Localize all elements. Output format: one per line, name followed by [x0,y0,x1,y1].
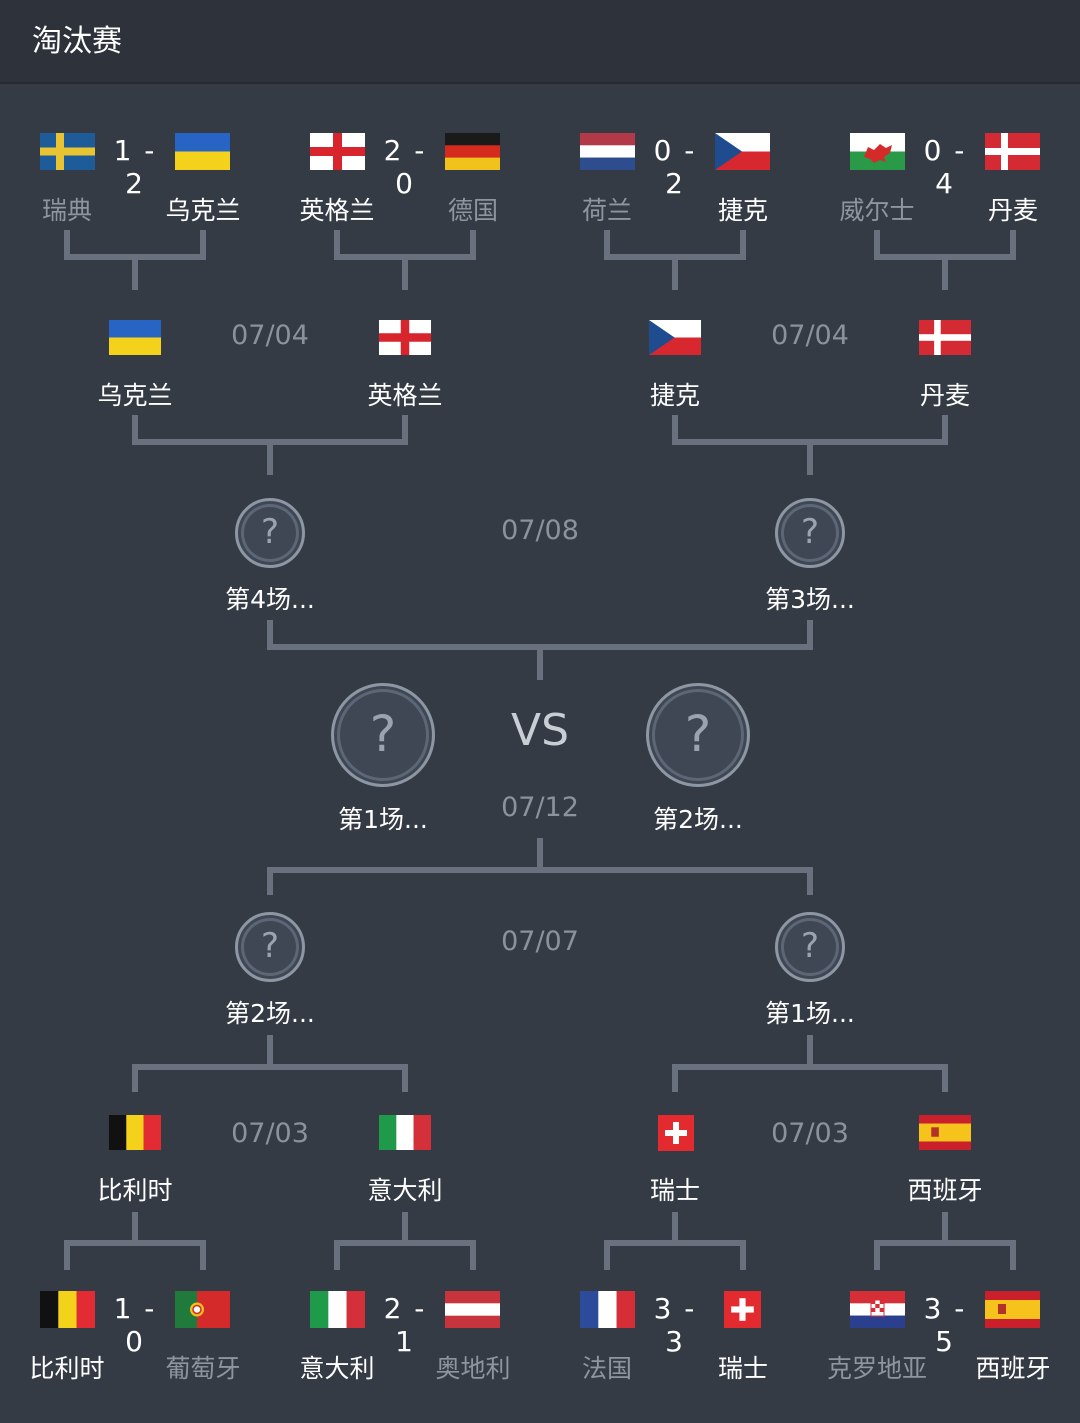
match-label[interactable]: 第2场... [225,999,315,1028]
team-name[interactable]: 乌克兰 [97,381,173,410]
team-name[interactable]: 意大利 [299,1354,375,1383]
wales-flag-icon [850,133,905,170]
match-date: 07/03 [771,1118,849,1149]
austria-flag-icon [445,1291,500,1328]
switzerland-flag-icon [724,1291,761,1328]
team-name[interactable]: 克罗地亚 [826,1354,927,1383]
match-label[interactable]: 第3场... [765,585,855,614]
match-date: 07/03 [231,1118,309,1149]
match-label[interactable]: 第1场... [765,999,855,1028]
unknown-team-icon[interactable]: ? [775,912,845,982]
match-score: 2 - 0 [383,134,427,200]
switzerland-flag-icon [658,1115,694,1151]
match-label[interactable]: 第4场... [225,585,315,614]
italy-flag-icon [310,1291,365,1328]
team-name[interactable]: 捷克 [649,381,700,410]
versus-label: VS [510,705,570,756]
team-name[interactable]: 丹麦 [987,196,1038,225]
match-label[interactable]: 第2场... [653,805,743,834]
team-name[interactable]: 丹麦 [919,381,970,410]
page-title: 淘汰赛 [32,24,122,59]
match-score: 0 - 2 [653,134,697,200]
ukraine-flag-icon [175,133,230,170]
unknown-team-icon[interactable]: ? [331,683,435,787]
spain-flag-icon [985,1291,1040,1328]
denmark-flag-icon [985,133,1040,170]
page-header: 淘汰赛 [0,0,1080,84]
netherlands-flag-icon [580,133,635,170]
match-score: 3 - 3 [653,1292,697,1358]
match-date: 07/08 [501,515,579,546]
belgium-flag-icon [108,1115,162,1150]
croatia-flag-icon [850,1291,905,1328]
team-name[interactable]: 法国 [581,1354,632,1383]
portugal-flag-icon [175,1291,230,1328]
czech-flag-icon [648,320,702,355]
team-name[interactable]: 比利时 [29,1354,105,1383]
spain-flag-icon [918,1115,972,1150]
team-name[interactable]: 荷兰 [581,196,632,225]
team-name[interactable]: 捷克 [717,196,768,225]
team-name[interactable]: 奥地利 [435,1354,511,1383]
czech-flag-icon [715,133,770,170]
ukraine-flag-icon [108,320,162,355]
match-date: 07/04 [231,320,309,351]
match-score: 1 - 0 [113,1292,157,1358]
team-name[interactable]: 意大利 [367,1176,443,1205]
team-name[interactable]: 瑞典 [41,196,92,225]
italy-flag-icon [378,1115,432,1150]
team-name[interactable]: 英格兰 [367,381,443,410]
match-date: 07/07 [501,926,579,957]
unknown-team-icon[interactable]: ? [646,683,750,787]
unknown-team-icon[interactable]: ? [775,498,845,568]
team-name[interactable]: 瑞士 [649,1176,700,1205]
team-name[interactable]: 乌克兰 [165,196,241,225]
sweden-flag-icon [40,133,95,170]
england-flag-icon [310,133,365,170]
germany-flag-icon [445,133,500,170]
unknown-team-icon[interactable]: ? [235,498,305,568]
team-name[interactable]: 比利时 [97,1176,173,1205]
match-score: 0 - 4 [923,134,967,200]
belgium-flag-icon [40,1291,95,1328]
england-flag-icon [378,320,432,355]
match-score: 1 - 2 [113,134,157,200]
match-label[interactable]: 第1场... [338,805,428,834]
team-name[interactable]: 德国 [447,196,498,225]
match-date: 07/04 [771,320,849,351]
team-name[interactable]: 西班牙 [907,1176,983,1205]
team-name[interactable]: 西班牙 [975,1354,1051,1383]
denmark-flag-icon [918,320,972,355]
team-name[interactable]: 葡萄牙 [165,1354,241,1383]
match-score: 2 - 1 [383,1292,427,1358]
team-name[interactable]: 英格兰 [299,196,375,225]
france-flag-icon [580,1291,635,1328]
team-name[interactable]: 威尔士 [839,196,915,225]
unknown-team-icon[interactable]: ? [235,912,305,982]
team-name[interactable]: 瑞士 [717,1354,768,1383]
match-score: 3 - 5 [923,1292,967,1358]
match-date: 07/12 [501,792,579,823]
